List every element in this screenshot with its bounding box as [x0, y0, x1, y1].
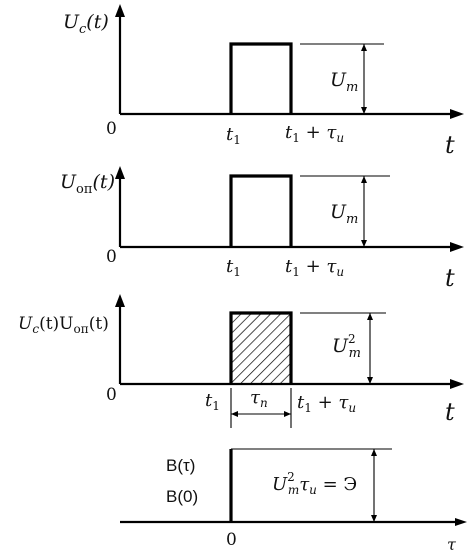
- dimension-arrow-icon: [371, 515, 377, 522]
- amplitude-label: Um: [330, 69, 358, 95]
- x-axis-arrow-icon: [450, 242, 464, 252]
- origin-label: 0: [106, 247, 117, 267]
- y-axis-arrow-icon: [115, 166, 125, 179]
- x-axis-arrow-icon: [455, 518, 467, 526]
- t1-label: t1: [226, 124, 241, 147]
- tau-n-label: τn: [250, 387, 268, 410]
- x-axis-arrow-icon: [450, 109, 464, 119]
- overlap-area: [231, 313, 291, 384]
- t1-label: t1: [205, 390, 220, 413]
- origin-label: 0: [106, 385, 117, 405]
- x-axis-label: t: [445, 398, 455, 426]
- b-tau-label: B(τ): [166, 456, 195, 475]
- dimension-arrow-icon: [361, 240, 367, 247]
- reference-pulse: [229, 174, 293, 247]
- dimension-arrow-icon: [284, 411, 291, 417]
- panel-signal: Uc(t) 0 t1 t1 + τи t Um: [63, 4, 464, 159]
- dimension-arrow-icon: [371, 449, 377, 456]
- origin-label: 0: [106, 119, 117, 139]
- dimension-arrow-icon: [361, 176, 367, 183]
- panel-reference-ylabel: Uоп(t): [60, 171, 115, 197]
- t1-label: t1: [226, 256, 241, 279]
- dimension-arrow-icon: [361, 44, 367, 51]
- t1-plus-tau-label: t1 + τи: [285, 122, 344, 145]
- panel-product-ylabel: Uc(t)Uоп(t): [18, 314, 109, 336]
- x-axis-label: t: [445, 264, 455, 292]
- panel-signal-ylabel: Uc(t): [63, 11, 109, 37]
- dimension-arrow-icon: [367, 377, 373, 384]
- origin-label: 0: [226, 530, 237, 550]
- b-zero-label: B(0): [166, 487, 198, 506]
- dimension-arrow-icon: [367, 313, 373, 320]
- panel-reference: Uоп(t) 0 t1 t1 + τи t Um: [60, 166, 464, 292]
- dimension-arrow-icon: [361, 107, 367, 114]
- signal-pulse: [229, 42, 293, 114]
- product-pulse: [229, 311, 293, 384]
- x-axis-arrow-icon: [450, 379, 464, 389]
- x-axis-label: t: [445, 131, 455, 159]
- y-axis-arrow-icon: [115, 4, 125, 17]
- amplitude-label: Um: [330, 201, 358, 227]
- t1-plus-tau-label: t1 + τи: [297, 392, 356, 415]
- tau-axis-label: τ: [447, 535, 457, 554]
- y-axis-arrow-icon: [115, 294, 125, 307]
- t1-plus-tau-label: t1 + τи: [285, 256, 344, 279]
- dimension-arrow-icon: [231, 411, 238, 417]
